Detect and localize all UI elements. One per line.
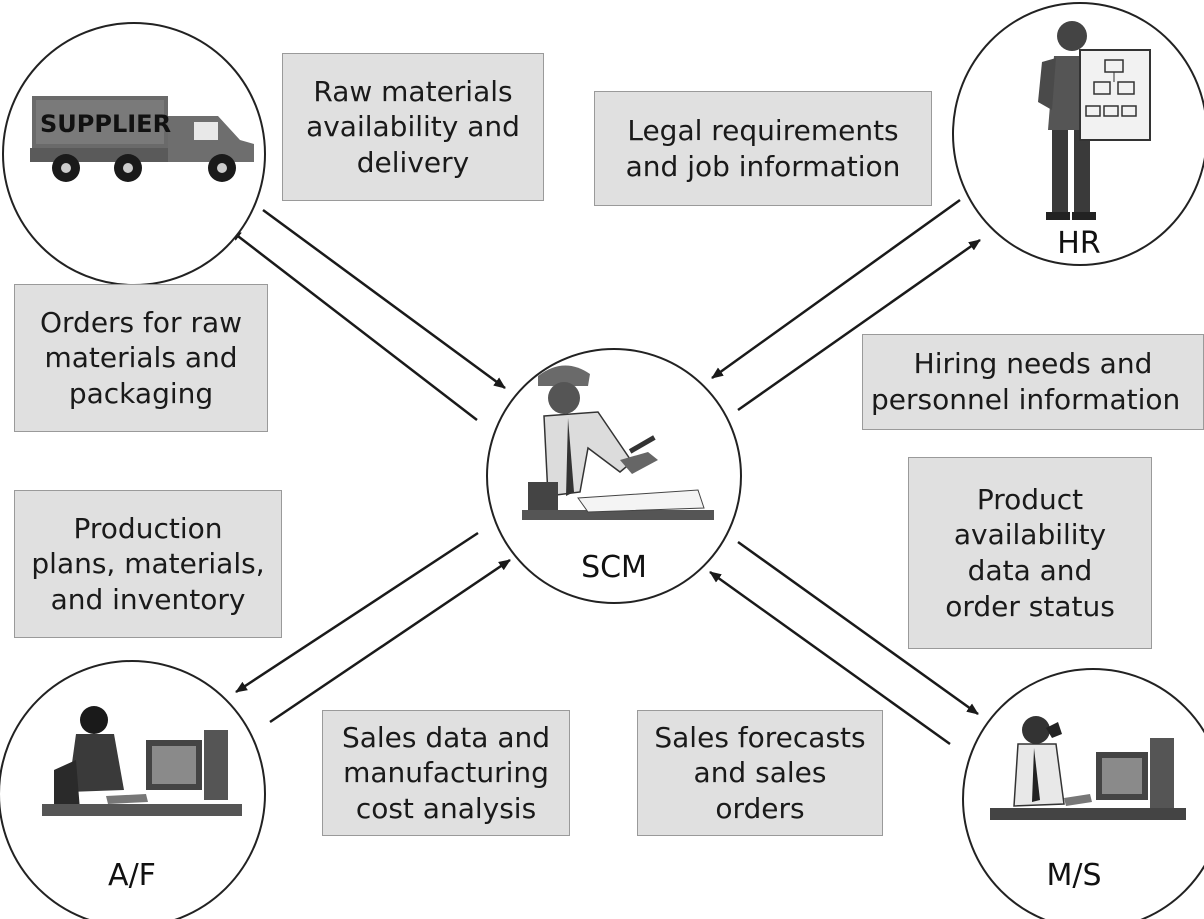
ms-node: M/S [962, 668, 1204, 919]
flow-text-line: delivery [356, 145, 470, 179]
flow-box-hr-to-scm: Legal requirements and job information [594, 91, 932, 206]
flow-text-line: and inventory [50, 582, 246, 616]
af-office-worker-icon [42, 706, 242, 816]
ms-label: M/S [1046, 858, 1102, 893]
flow-text-line: Product [976, 482, 1084, 516]
flow-box-scm-to-ms: Product availability data and order stat… [908, 457, 1152, 649]
flow-box-af-to-scm: Sales data and manufacturing cost analys… [322, 710, 570, 836]
flow-text-line: order status [945, 589, 1115, 623]
arrow-supplier-to-scm [262, 208, 506, 390]
arrow-ms-to-scm [709, 570, 951, 746]
flow-text-line: personnel information [871, 383, 1181, 416]
flow-text-line: orders [715, 791, 805, 825]
supplier-truck-text: SUPPLIER [40, 110, 171, 138]
flow-box-supplier-to-scm: Raw materials availability and delivery [282, 53, 544, 201]
flow-text-line: Sales forecasts [654, 720, 866, 754]
flow-box-ms-to-scm: Sales forecasts and sales orders [637, 710, 883, 836]
flow-text-line: cost analysis [355, 791, 537, 825]
flow-text-line: Sales data and [341, 720, 551, 754]
supplier-node: SUPPLIER [2, 22, 266, 286]
scm-worker-icon [522, 365, 714, 520]
arrow-af-to-scm [269, 558, 511, 724]
flow-text-line: availability [953, 518, 1107, 552]
arrow-scm-to-supplier [229, 229, 478, 421]
af-label: A/F [108, 858, 156, 893]
flow-text-line: packaging [68, 376, 214, 410]
hr-node: HR [952, 2, 1204, 266]
flow-text-line: plans, materials, [31, 547, 265, 581]
flow-box-scm-to-supplier: Orders for raw materials and packaging [14, 284, 268, 432]
flow-text-line: manufacturing [343, 756, 549, 790]
flow-text-line: and sales [693, 756, 827, 790]
flow-text-line: Raw materials [313, 74, 513, 108]
arrow-scm-to-ms [737, 540, 979, 716]
supplier-truck-icon: SUPPLIER [30, 96, 254, 182]
scm-label: SCM [581, 550, 647, 585]
flow-text-line: materials and [44, 341, 238, 375]
flow-text-line: Production [73, 511, 223, 545]
flow-text-line: availability and [306, 110, 520, 144]
flow-text-line: Legal requirements [627, 113, 899, 147]
arrow-scm-to-hr [737, 238, 981, 412]
hr-label: HR [1057, 226, 1101, 261]
ms-salesperson-on-phone-icon [990, 716, 1186, 820]
arrow-hr-to-scm [711, 198, 961, 380]
flow-box-scm-to-af: Production plans, materials, and invento… [14, 490, 282, 638]
scm-node: SCM [486, 348, 742, 604]
flow-text-line: Hiring needs and [913, 347, 1153, 381]
arrow-scm-to-af [235, 531, 479, 694]
flow-text-line: data and [967, 554, 1093, 587]
flow-text-line: and job information [625, 149, 901, 183]
af-node: A/F [0, 660, 266, 919]
flow-box-scm-to-hr: Hiring needs and personnel information [862, 334, 1204, 430]
flow-text-line: Orders for raw [39, 305, 243, 339]
hr-person-with-org-chart-icon [1038, 21, 1151, 220]
